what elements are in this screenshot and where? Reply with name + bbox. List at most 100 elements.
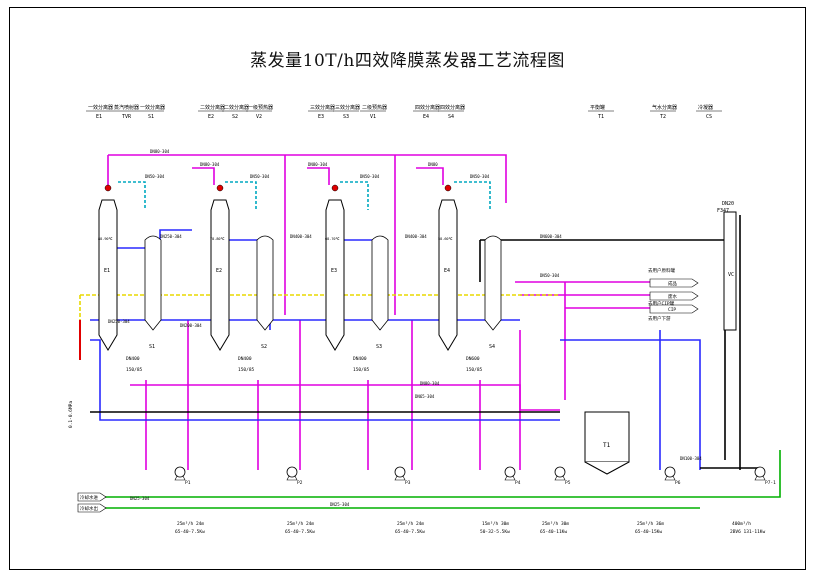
pipe-vapor-5 <box>90 339 560 421</box>
pump-tag: P6 <box>675 480 681 486</box>
stream-labels: 成品 废水 CIP 去用户原料罐 去用户CIP罐 去用户下游 冷却水进 冷却水出… <box>68 267 699 513</box>
svg-text:冷却水进: 冷却水进 <box>80 494 98 501</box>
pump-flow: 25m³/h 24m <box>177 521 204 527</box>
svg-text:0.1-0.6MPa: 0.1-0.6MPa <box>68 401 74 428</box>
svg-text:DN80-304: DN80-304 <box>308 162 328 167</box>
equipment-name: 四效分离器 <box>440 104 465 111</box>
vacuum-top: DN20 <box>722 201 734 207</box>
equipment-name: 气水分离器 <box>652 104 677 111</box>
drawing-frame <box>9 7 806 570</box>
evaporator-tag: E2 <box>216 268 222 274</box>
pipe-cond-line <box>130 384 560 411</box>
svg-text:DN50-304: DN50-304 <box>145 174 165 179</box>
separator-tag: S2 <box>261 344 267 350</box>
svg-text:去用户原料罐: 去用户原料罐 <box>648 267 675 274</box>
pipe-vapor-6 <box>560 339 701 470</box>
pump-flow: 25m³/h 30m <box>542 521 569 527</box>
tank-label: T1 <box>603 442 611 449</box>
pump-power: 65-40-15Kw <box>635 529 662 535</box>
svg-text:CIP: CIP <box>668 307 676 313</box>
vacuum-column: VC DN20 F347 <box>717 201 737 331</box>
svg-text:DN400-304: DN400-304 <box>290 234 312 239</box>
equipment-tag: S1 <box>148 114 154 120</box>
pump-power: 65-40-7.5Kw <box>285 529 315 535</box>
equipment-tag: TVR <box>122 114 132 120</box>
separator-dn: DN400 <box>126 356 140 362</box>
equipment-name: 一效分离器 <box>140 104 165 111</box>
equipment-name: 一级预热器 <box>248 104 273 111</box>
separator-dn: DN400 <box>238 356 252 362</box>
svg-text:冷却水出: 冷却水出 <box>80 505 98 512</box>
pipe-steam-drop-4 <box>307 167 330 185</box>
svg-text:DN400-304: DN400-304 <box>405 234 427 239</box>
svg-text:DN250-304: DN250-304 <box>160 234 182 239</box>
equipment-tag: E3 <box>318 114 324 120</box>
pump-power: 2BV6 131-11Kw <box>730 529 766 535</box>
equipment-name: 一效分离器 <box>88 104 113 111</box>
pipe-cyan-2 <box>225 181 257 210</box>
equipment-tag: T2 <box>660 114 666 120</box>
pump-tag: P1 <box>185 480 191 486</box>
pipe-feed-riser-2 <box>257 320 301 470</box>
equipment-tag: V1 <box>370 114 376 120</box>
svg-text:DN25-304: DN25-304 <box>130 496 150 501</box>
separator-dn: DN400 <box>353 356 367 362</box>
separator-tag: S3 <box>376 344 382 350</box>
flow-ratio: 150/85 <box>238 367 255 373</box>
pump-flow: 25m³/h 24m <box>287 521 314 527</box>
equipment-tag: E2 <box>208 114 214 120</box>
svg-text:DN50-304: DN50-304 <box>470 174 490 179</box>
svg-text:去用户CIP罐: 去用户CIP罐 <box>648 300 675 307</box>
equipment-tag: S3 <box>343 114 349 120</box>
svg-text:DN100-304: DN100-304 <box>680 456 702 461</box>
pump-flow: 25m³/h 36m <box>637 521 664 527</box>
equipment-tag: CS <box>706 114 712 120</box>
vacuum-valve: F347 <box>717 208 729 214</box>
equipment-tag: V2 <box>256 114 262 120</box>
pump-p3: P3 <box>394 466 411 486</box>
svg-text:DN65-304: DN65-304 <box>415 394 435 399</box>
flow-ratio: 150/85 <box>353 367 370 373</box>
equipment-name: 三效分离器 <box>335 104 360 111</box>
pipe-feed-riser-4 <box>479 330 521 470</box>
vacuum-label: VC <box>728 272 734 278</box>
svg-text:DN50-304: DN50-304 <box>250 174 270 179</box>
svg-text:DN250-304: DN250-304 <box>108 319 130 324</box>
svg-text:DN200-304: DN200-304 <box>180 323 202 328</box>
pump-tag: P5 <box>565 480 571 486</box>
pump-p2: P2 <box>286 466 303 486</box>
pump-specs: 25m³/h 24m 65-40-7.5Kw 25m³/h 24m 65-40-7.5… <box>175 521 766 535</box>
svg-text:废水: 废水 <box>668 293 677 300</box>
pipe-product-line <box>515 281 650 400</box>
equipment-name: 三效分离器 <box>310 104 335 111</box>
pump-p6: P6 <box>664 466 681 486</box>
pipe-cyan-4 <box>454 181 491 210</box>
pipe-steam-header <box>108 154 507 203</box>
evaporator-tag: E4 <box>444 268 450 274</box>
page-title: 蒸发量10T/h四效降膜蒸发器工艺流程图 <box>250 51 565 71</box>
pipes <box>79 154 781 509</box>
svg-text:DN50-304: DN50-304 <box>360 174 380 179</box>
equipment-labels: 一效分离器E1蒸汽喷射器TVR一效分离器S1二效分离器E2二效分离器S2一级预热… <box>86 104 722 120</box>
equipment-name: 蒸汽喷射器 <box>114 104 139 111</box>
pump-tag: P7-1 <box>765 480 776 486</box>
separator-dn: DN600 <box>466 356 480 362</box>
pump-tag: P3 <box>405 480 411 486</box>
flow-ratio: 150/85 <box>466 367 483 373</box>
dn-labels: DN80-304 DN80-304 DN80-304 DN80 DN50-304… <box>108 149 702 507</box>
equipment-tag: S2 <box>232 114 238 120</box>
evaporator-tag: E1 <box>104 268 110 274</box>
pump-flow: 15m³/h 30m <box>482 521 509 527</box>
pipe-water-1 <box>100 450 781 498</box>
svg-text:DN80: DN80 <box>428 162 438 167</box>
equipment-tag: E4 <box>423 114 429 120</box>
separator-tag: S1 <box>149 344 155 350</box>
pump-power: 65-40-7.5Kw <box>395 529 425 535</box>
pump-power: 50-32-5.5Kw <box>480 529 510 535</box>
